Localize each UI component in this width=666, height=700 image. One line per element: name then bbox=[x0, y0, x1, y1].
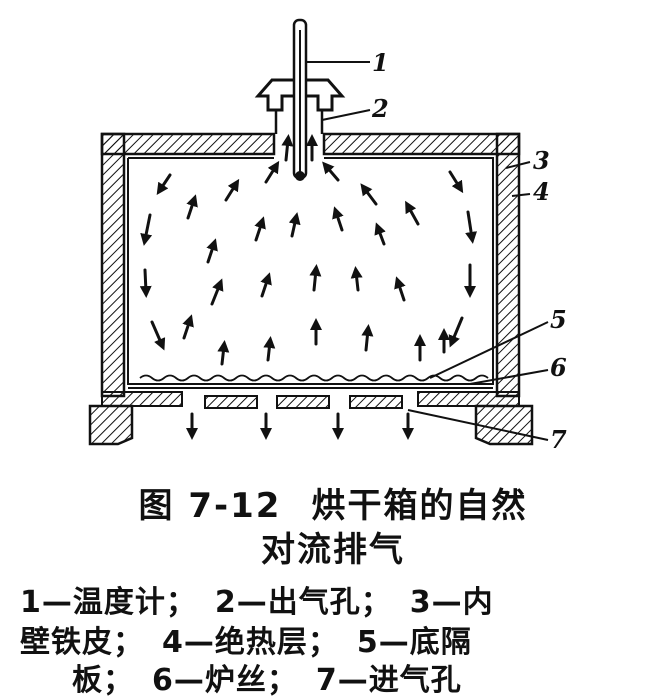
figure-caption: 图 7-12 烘干箱的自然 bbox=[0, 478, 666, 527]
airflow-arrows bbox=[139, 134, 478, 440]
legend-line-2: 壁铁皮； 4—绝热层； 5—底隔 bbox=[20, 617, 650, 661]
legend-item-3: 3—内 bbox=[409, 585, 494, 620]
legend-line-1: 1—温度计； 2—出气孔； 3—内 bbox=[20, 577, 650, 621]
callout-2: 2 bbox=[371, 94, 389, 123]
heater-wire bbox=[139, 374, 489, 382]
legend-item-5-cont: 板； bbox=[72, 663, 134, 698]
figure-number: 图 7-12 bbox=[138, 486, 282, 526]
callout-7: 7 bbox=[550, 425, 567, 454]
callout-1: 1 bbox=[372, 48, 389, 77]
oven-convection-diagram: 1 2 3 4 5 6 7 bbox=[88, 18, 567, 454]
legend-item-2: 2—出气孔； bbox=[214, 585, 392, 620]
inner-iron-wall bbox=[127, 157, 494, 385]
figure-title-line1: 烘干箱的自然 bbox=[311, 486, 528, 526]
figure-title-line2: 对流排气 bbox=[261, 530, 405, 570]
exhaust-vent bbox=[254, 78, 346, 134]
callout-numbers: 1 2 3 4 5 6 7 bbox=[371, 48, 567, 454]
legend-item-1: 1—温度计； bbox=[20, 585, 197, 620]
legend-line-3: 板； 6—炉丝； 7—进气孔 bbox=[72, 655, 666, 699]
callout-4: 4 bbox=[533, 177, 550, 206]
legend-item-6: 6—炉丝； bbox=[152, 663, 298, 698]
legend-item-4: 4—绝热层； bbox=[162, 625, 339, 660]
legend-item-5: 5—底隔 bbox=[356, 625, 472, 660]
insulation-layer bbox=[100, 132, 521, 398]
base-plate bbox=[88, 391, 534, 446]
legend-item-3-cont: 壁铁皮； bbox=[20, 625, 144, 660]
callout-3: 3 bbox=[533, 146, 550, 175]
callout-leaders bbox=[306, 61, 549, 441]
thermometer bbox=[292, 18, 308, 181]
callout-6: 6 bbox=[550, 353, 567, 382]
legend-item-7: 7—进气孔 bbox=[315, 663, 462, 698]
callout-5: 5 bbox=[550, 305, 567, 334]
